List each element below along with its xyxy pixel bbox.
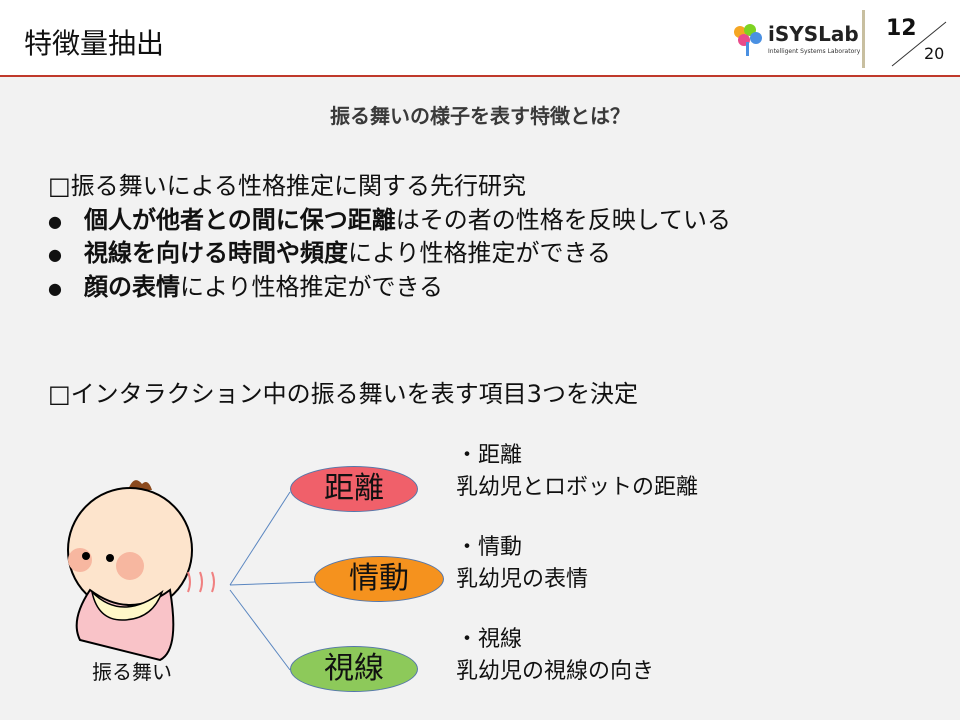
oval-emotion: 情動 (314, 556, 444, 602)
page-total: 20 (924, 44, 945, 63)
slide-title: 特徴量抽出 (24, 27, 165, 60)
desc-emotion: ・情動乳幼児の表情 (456, 535, 589, 592)
divider (862, 10, 865, 68)
baby-illustration (67, 480, 316, 671)
logo-text: iSYSLab (768, 22, 859, 46)
page-number: 12 (886, 16, 917, 41)
desc-gaze: ・視線乳幼児の視線の向き (456, 627, 655, 684)
oval-distance: 距離 (290, 466, 418, 512)
oval-gaze: 視線 (290, 646, 418, 692)
page-slash (891, 21, 947, 67)
slide-subtitle: 振る舞いの様子を表す特徴とは？ (330, 104, 630, 128)
brain-logo-icon (734, 24, 762, 56)
logo-subtext: Intelligent Systems Laboratory (768, 48, 861, 55)
slide-header: 特徴量抽出 iSYSLab Intelligent Systems Labora… (0, 0, 960, 77)
behavior-caption: 振る舞い (92, 660, 172, 684)
bullet-item: ●顔の表情により性格推定ができる (48, 273, 444, 301)
bullet-item: ●視線を向ける時間や頻度により性格推定ができる (48, 239, 612, 267)
section-heading-1: □振る舞いによる性格推定に関する先行研究 (48, 172, 526, 200)
bullet-item: ●個人が他者との間に保つ距離はその者の性格を反映している (48, 206, 732, 234)
section-heading-2: □インタラクション中の振る舞いを表す項目3つを決定 (48, 380, 638, 408)
desc-distance: ・距離乳幼児とロボットの距離 (456, 443, 699, 500)
lab-logo: iSYSLab Intelligent Systems Laboratory (732, 22, 862, 62)
